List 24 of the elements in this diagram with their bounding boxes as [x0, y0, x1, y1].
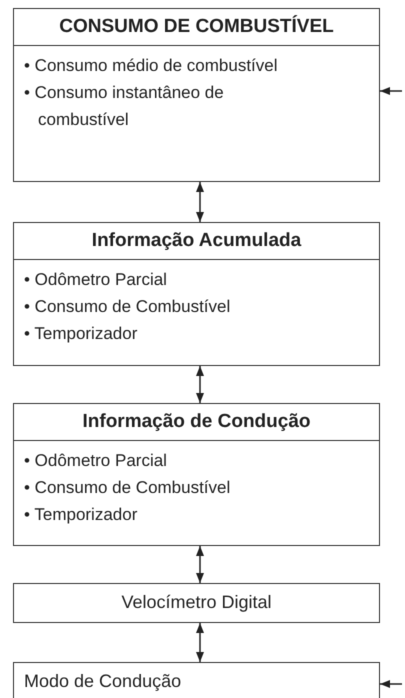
panel-box	[13, 583, 380, 623]
arrow	[196, 546, 204, 583]
section-heading: Informação Acumulada	[92, 230, 302, 252]
panel-box	[13, 403, 380, 546]
arrow	[196, 366, 204, 403]
section-heading: Informação de Condução	[82, 411, 311, 433]
arrow	[196, 623, 204, 662]
list-item: • Temporizador	[24, 323, 138, 345]
arrow	[196, 182, 204, 222]
panel-box	[13, 662, 380, 698]
node-label: Velocímetro Digital	[121, 592, 272, 612]
list-item: • Consumo de Combustível	[24, 477, 232, 499]
arrow	[380, 680, 402, 688]
panel-box	[13, 8, 380, 182]
panel-box	[13, 222, 380, 366]
list-item: • Odômetro Parcial	[24, 450, 168, 472]
list-item: • Odômetro Parcial	[24, 269, 168, 291]
list-item: • Consumo médio de combustível	[24, 55, 279, 77]
list-item: • Temporizador	[24, 504, 138, 526]
arrow	[380, 87, 402, 95]
list-item: • Consumo instantâneo de combustível	[24, 82, 225, 131]
section-heading: CONSUMO DE COMBUSTÍVEL	[59, 16, 334, 38]
list-item: • Consumo de Combustível	[24, 296, 232, 318]
node-label: Modo de Condução	[24, 671, 182, 691]
